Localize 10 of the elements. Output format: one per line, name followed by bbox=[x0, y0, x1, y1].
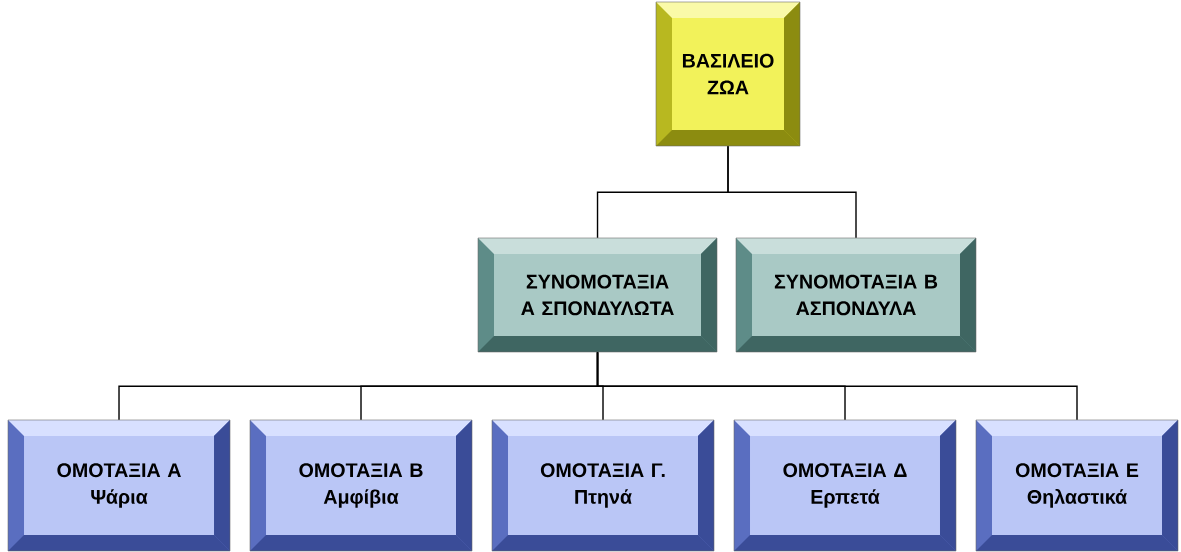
bevel-box: ΟΜΟΤΑΞΙΑ Ε Θηλαστικά bbox=[975, 419, 1179, 552]
bevel-box: ΟΜΟΤΑΞΙΑ Α Ψάρια bbox=[7, 419, 231, 552]
bevel-box: ΟΜΟΤΑΞΙΑ Δ Ερπετά bbox=[733, 419, 957, 552]
bevel-box: ΟΜΟΤΑΞΙΑ Γ. Πτηνά bbox=[491, 419, 715, 552]
bevel-box: ΣΥΝΟΜΟΤΑΞΙΑ Α ΣΠΟΝΔΥΛΩΤΑ bbox=[477, 237, 718, 353]
connector-line bbox=[727, 145, 857, 239]
bevel-box: ΒΑΣΙΛΕΙΟ ΖΩΑ bbox=[655, 1, 801, 147]
connector-line bbox=[596, 351, 1078, 421]
bevel-box: ΟΜΟΤΑΞΙΑ Β Αμφίβια bbox=[249, 419, 473, 552]
bevel-box: ΣΥΝΟΜΟΤΑΞΙΑ Β ΑΣΠΟΝΔΥΛΑ bbox=[735, 237, 977, 353]
